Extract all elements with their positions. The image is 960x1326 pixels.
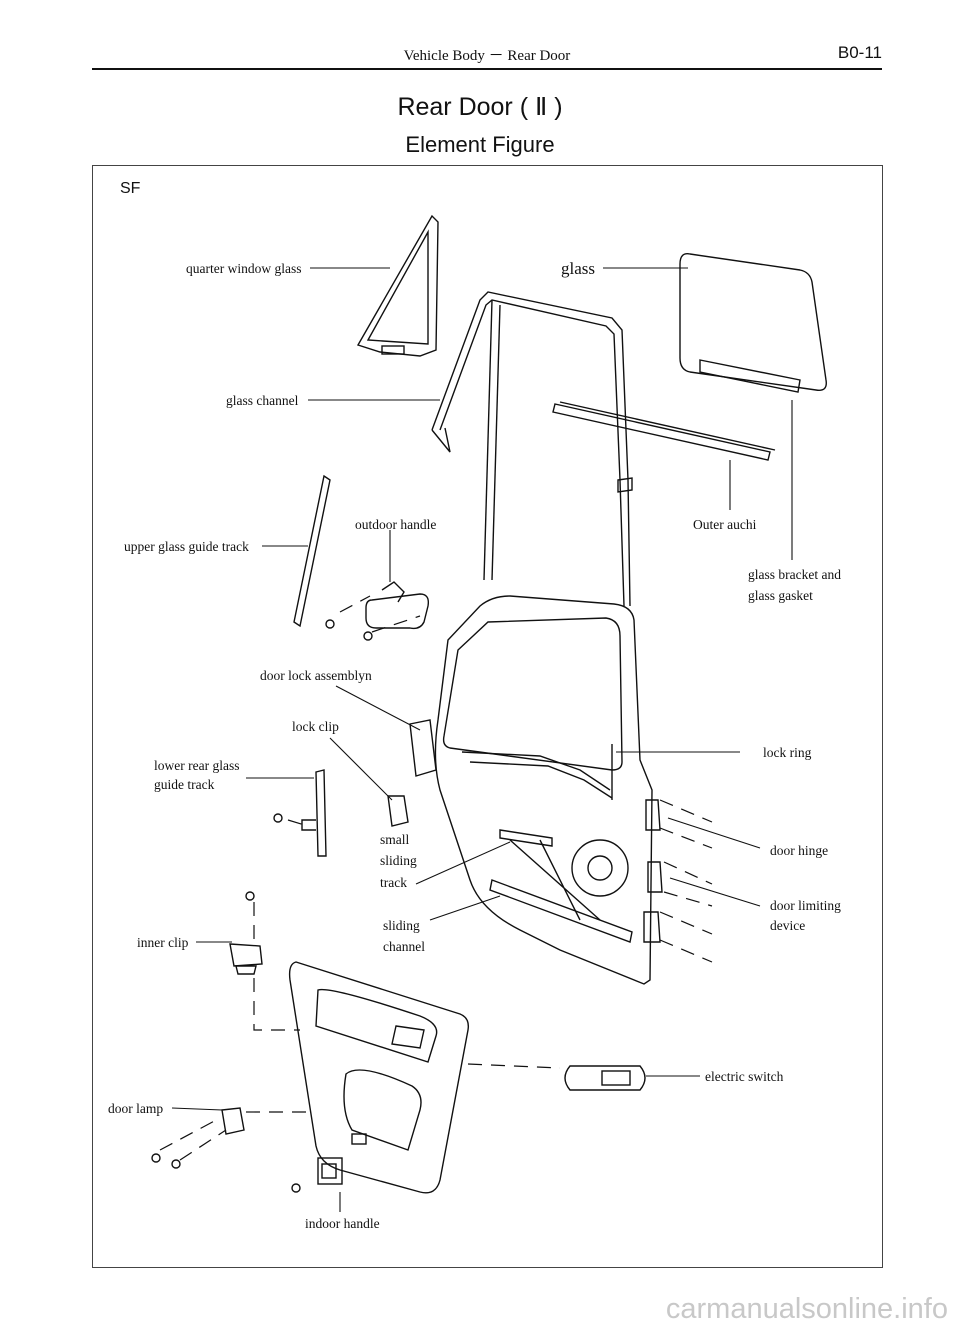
label-glass-gasket: glass gasket [748,588,813,603]
page-subtitle: Element Figure [405,132,555,157]
outer-auchi-drawing [552,401,776,461]
door-lamp-drawing [151,1107,245,1169]
label-glass-bracket: glass bracket and [748,567,841,582]
lock-clip-drawing [387,795,409,827]
label-lock-ring: lock ring [763,745,812,760]
upper-guide-track-drawing [293,474,331,628]
label-guide-track: guide track [154,777,215,792]
label-sliding-2: sliding [383,918,420,933]
label-track: track [380,875,407,890]
glass-channel-drawing [431,291,633,607]
page-title: Rear Door ( Ⅱ ) [397,93,563,121]
label-small: small [380,832,410,847]
label-lower-rear-glass: lower rear glass [154,758,240,773]
figure-tag: SF [120,180,141,197]
label-inner-clip: inner clip [137,935,189,950]
page-code: B0-11 [837,43,882,62]
figure-frame [92,165,883,1268]
label-upper-glass-guide-track: upper glass guide track [124,539,249,554]
outdoor-handle-drawing [325,581,430,641]
label-outer-auchi: Outer auchi [693,517,757,532]
label-door-limiting: door limiting [770,898,841,913]
door-trim-panel-drawing [288,961,470,1194]
label-door-hinge: door hinge [770,843,829,858]
alignment-dashes [159,595,713,1161]
label-channel: channel [383,939,425,954]
label-lock-clip: lock clip [292,719,339,734]
header-section: Vehicle Body － Rear Door [403,48,571,64]
label-device: device [770,918,806,933]
label-indoor-handle: indoor handle [305,1216,380,1231]
inner-clip-drawing [229,891,263,975]
header-rule [92,68,882,70]
label-sliding-1: sliding [380,853,417,868]
label-glass-channel: glass channel [226,393,299,408]
lower-guide-track-drawing [273,769,327,857]
label-electric-switch: electric switch [705,1069,784,1084]
glass-drawing [679,253,827,393]
electric-switch-drawing [564,1065,646,1091]
indoor-handle-drawing [291,1157,343,1193]
label-glass: glass [561,259,595,278]
watermark: carmanualsonline.info [665,1293,948,1325]
label-door-lock-assembly: door lock assemblyn [260,668,372,683]
label-outdoor-handle: outdoor handle [355,517,437,532]
quarter-window-glass-drawing [356,214,439,357]
label-door-lamp: door lamp [108,1101,164,1116]
leader-lines [171,267,793,1212]
door-frame-drawing [409,595,663,985]
label-quarter-window-glass: quarter window glass [186,261,302,276]
